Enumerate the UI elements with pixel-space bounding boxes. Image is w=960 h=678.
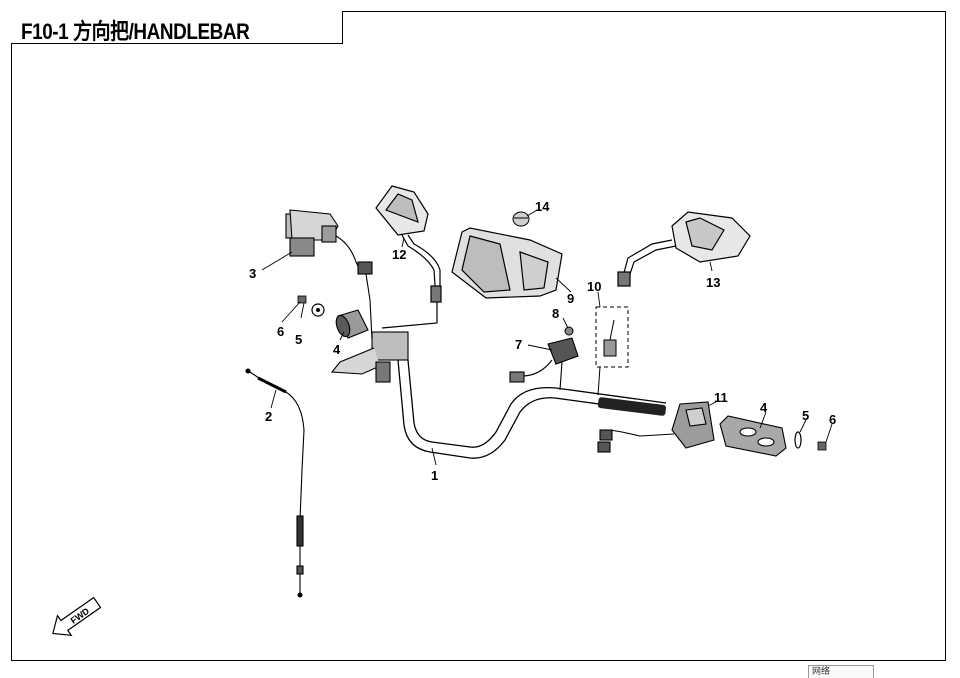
callout-5-right: 5 — [802, 408, 809, 423]
mirror-right — [617, 211, 751, 287]
callout-12: 12 — [392, 247, 406, 262]
grip-left — [335, 309, 369, 339]
callout-4-right: 4 — [760, 400, 768, 415]
callout-6-right: 6 — [829, 412, 836, 427]
callout-14: 14 — [535, 199, 550, 214]
brake-master-cylinder — [285, 209, 373, 341]
fwd-arrow: FWD — [52, 596, 102, 637]
callout-4-left: 4 — [333, 342, 341, 357]
handlebar-end — [597, 397, 667, 416]
callout-11: 11 — [714, 390, 728, 405]
callout-3: 3 — [249, 266, 256, 281]
drawing-frame — [11, 11, 946, 661]
callout-1: 1 — [431, 468, 438, 483]
callout-10: 10 — [587, 279, 601, 294]
cap — [512, 211, 530, 227]
callout-2: 2 — [265, 409, 272, 424]
callout-6-left: 6 — [277, 324, 284, 339]
diagram-title: F10-1 方向把/HANDLEBAR — [21, 19, 250, 44]
right-switch-housing — [597, 401, 715, 453]
handlebar-tube — [397, 359, 667, 459]
connector-box — [595, 306, 629, 396]
bolt-left — [297, 295, 307, 304]
leader-lines — [261, 209, 833, 466]
bolt-right — [817, 441, 827, 451]
washer-left — [311, 303, 325, 317]
washer-right — [794, 431, 802, 449]
callout-9: 9 — [567, 291, 574, 306]
callout-13: 13 — [706, 275, 720, 290]
title-box — [11, 11, 343, 44]
callout-7: 7 — [515, 337, 522, 352]
switch-7 — [509, 337, 579, 391]
mirror-left — [375, 185, 442, 329]
handlebar-cover — [451, 227, 563, 299]
status-tab[interactable]: 网络 — [808, 665, 874, 678]
left-lever-assembly — [330, 331, 409, 383]
nut-8 — [564, 326, 574, 336]
grip-right — [719, 415, 787, 457]
callout-8: 8 — [552, 306, 559, 321]
throttle-cable — [245, 368, 305, 598]
callout-5-left: 5 — [295, 332, 302, 347]
